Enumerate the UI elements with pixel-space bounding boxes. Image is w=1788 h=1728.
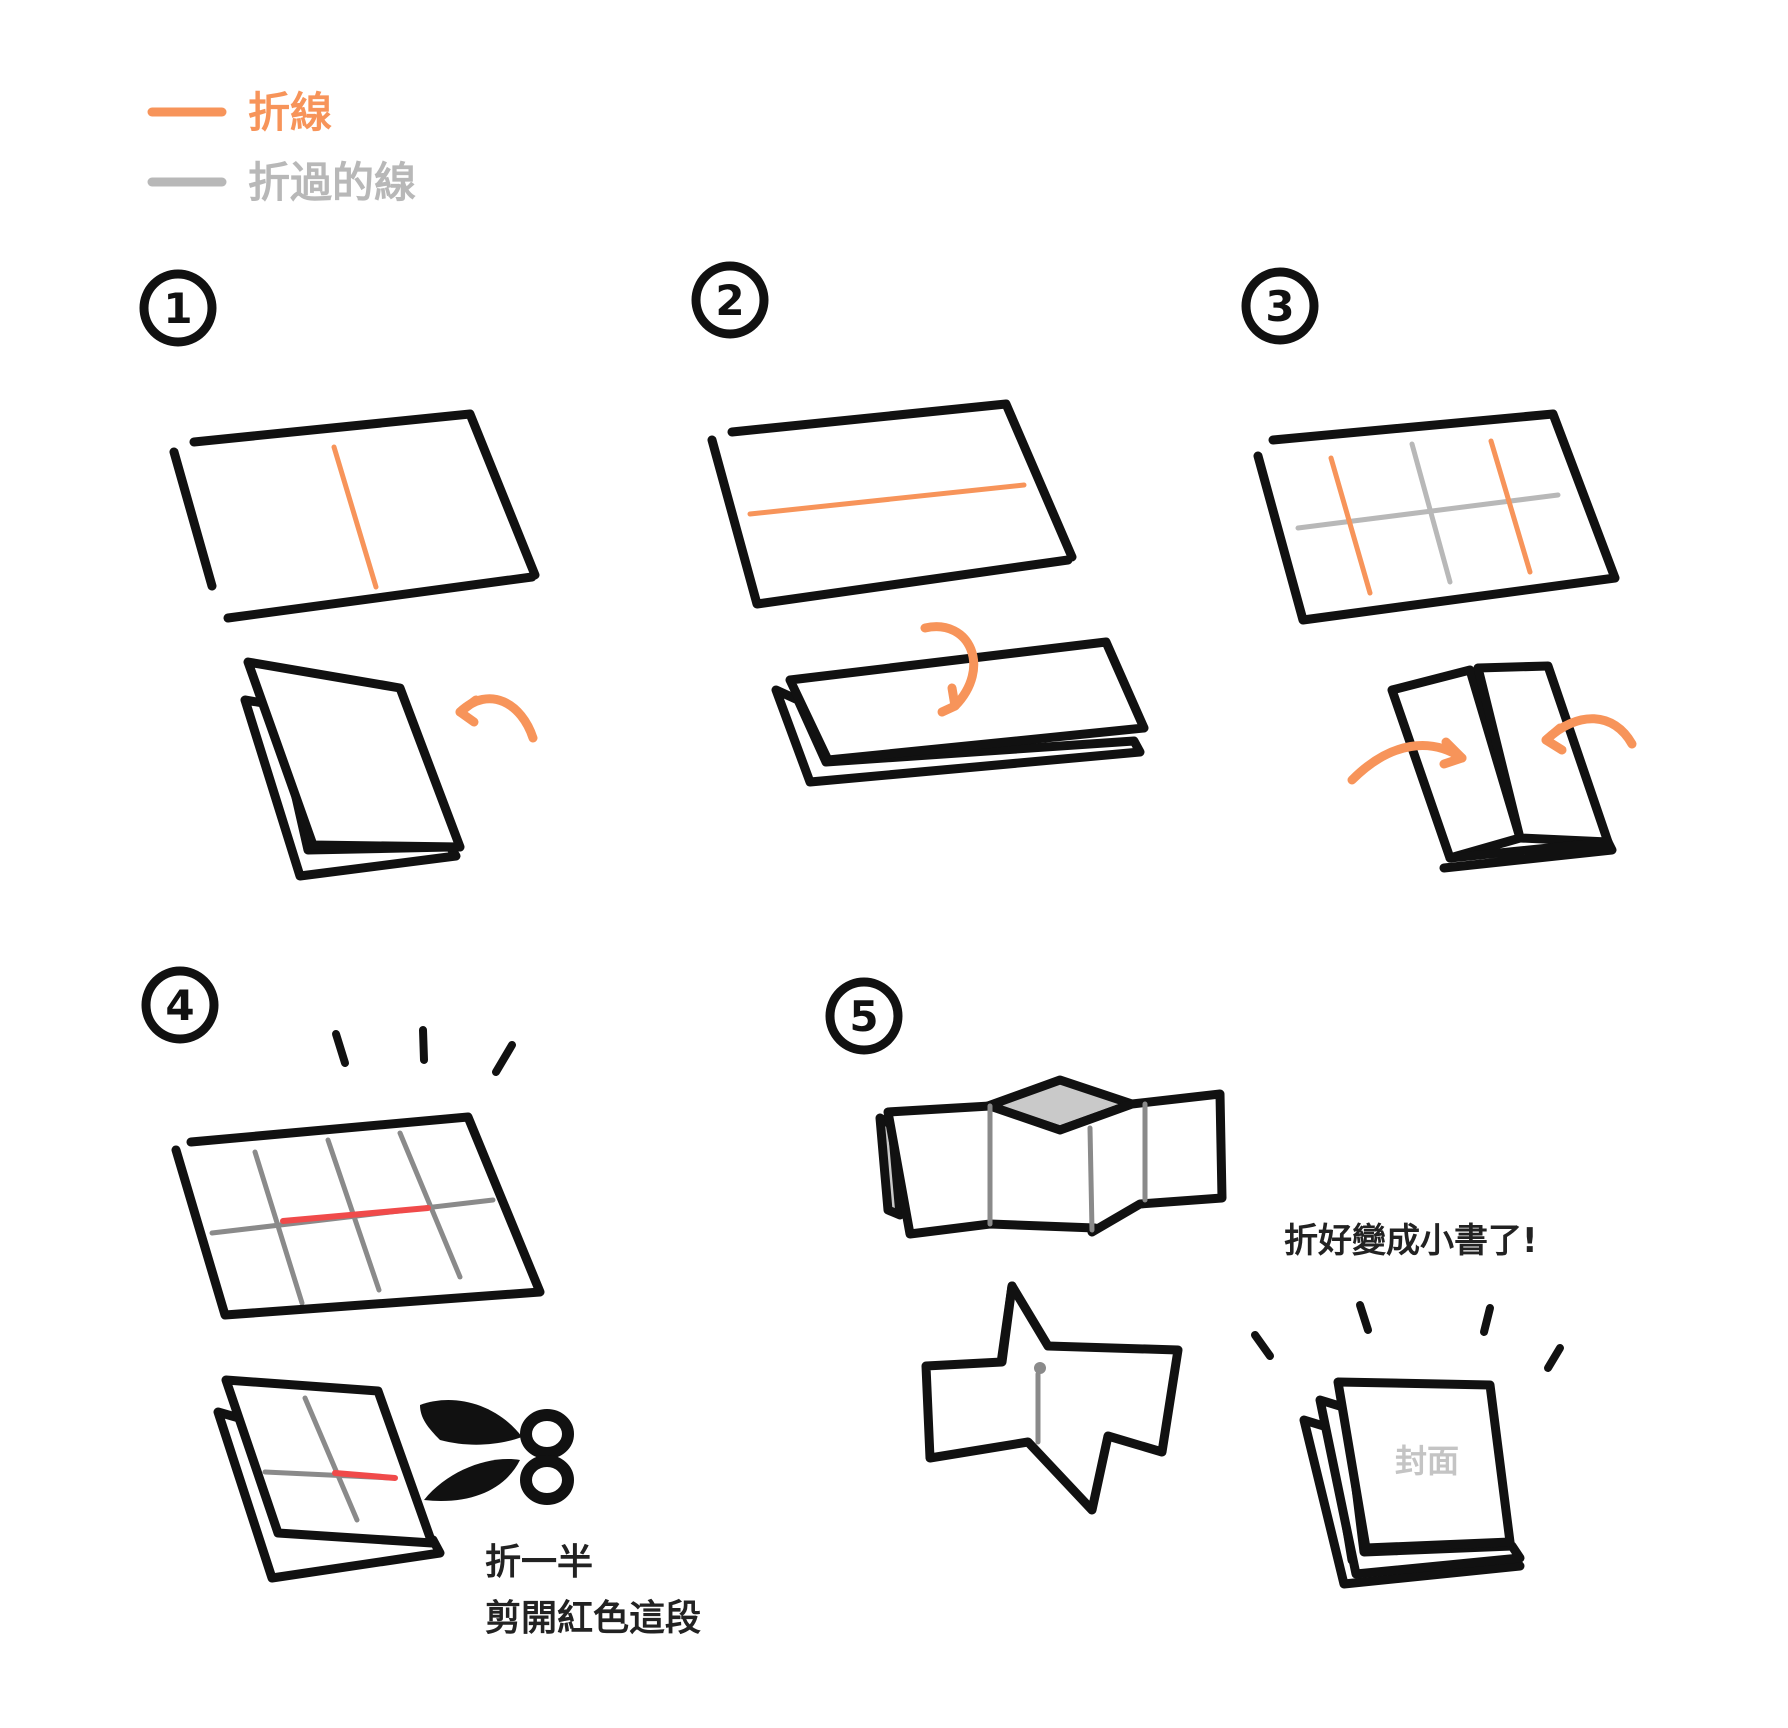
arrow-head [937, 683, 960, 717]
scissors-handle [520, 1409, 574, 1459]
sparkle-mark [419, 1026, 428, 1064]
folded-line [397, 1130, 463, 1280]
step-4-circle [141, 966, 219, 1044]
cut-line [280, 1205, 431, 1224]
step-3-folded [1347, 661, 1637, 873]
sparkle-mark [492, 1041, 516, 1076]
step-2-folded [771, 622, 1149, 787]
step-4-note-line2: 剪開紅色這段 [485, 1597, 701, 1639]
step-5-note: 折好變成小書了! [1284, 1221, 1538, 1261]
base-edge [1439, 837, 1617, 873]
folded-line [1409, 441, 1453, 585]
sheet-fill [1258, 414, 1615, 620]
scissors-icon [420, 1400, 574, 1505]
step-marker-3: 3 [1241, 267, 1319, 345]
step-5-folding [875, 1075, 1227, 1239]
step-5-circle [825, 977, 903, 1055]
folded-line [252, 1149, 305, 1306]
sheet-outline [707, 399, 1077, 609]
step-1-sheet [169, 409, 540, 623]
step-5-sparkle [1251, 1301, 1564, 1372]
step-4-note-line1: 折一半 [485, 1542, 593, 1583]
step-4-number: 4 [165, 981, 194, 1030]
step-marker-1: 1 [139, 269, 217, 347]
step-3-circle [1241, 267, 1319, 345]
step-5-star [921, 1281, 1183, 1515]
step-2-circle [691, 261, 769, 339]
step-4-folded [213, 1375, 445, 1583]
step-3-sheet [1253, 409, 1620, 625]
folded-front-layer [243, 657, 465, 852]
arrow-head [455, 695, 481, 727]
step-marker-4: 4 [141, 966, 219, 1044]
book-cover [1333, 1377, 1515, 1553]
sparkle-mark [1480, 1304, 1494, 1336]
fold-line [1488, 438, 1533, 575]
sparkle-mark [332, 1030, 349, 1067]
scissors-blade [424, 1459, 520, 1501]
legend: 折線 折過的線 [147, 88, 416, 207]
step-4-sheet [171, 1112, 545, 1320]
step-3-number: 3 [1265, 282, 1294, 331]
folded-strip [883, 1089, 1227, 1239]
sheet-fill [718, 404, 1072, 604]
finished-book: 封面 [1299, 1377, 1525, 1589]
folded-line [302, 1395, 360, 1523]
sparkle-mark [1251, 1331, 1274, 1360]
step-5-number: 5 [849, 992, 878, 1041]
scissors-blade [420, 1400, 522, 1445]
scissors-handle [520, 1455, 574, 1505]
step-1-number: 1 [163, 284, 192, 333]
step-2-sheet [707, 399, 1077, 609]
step-marker-5: 5 [825, 977, 903, 1055]
book-cover-title: 封面 [1395, 1442, 1459, 1480]
step-1-folded [240, 657, 538, 881]
step-1-circle [139, 269, 217, 347]
center-point [1034, 1362, 1046, 1374]
sheet-outline [189, 409, 540, 623]
fold-line [331, 444, 379, 590]
sparkle-mark [1356, 1301, 1372, 1334]
folded-line [1087, 1125, 1095, 1233]
star-shape [921, 1281, 1183, 1515]
folded-front-layer [785, 637, 1149, 765]
folded-front-layer [221, 1375, 437, 1548]
fold-line [1328, 455, 1373, 596]
folded-line-label: 折過的線 [248, 158, 416, 207]
fold-line [747, 482, 1027, 517]
step-marker-2: 2 [691, 261, 769, 339]
sheet-left-edge [169, 447, 217, 591]
sheet-outline [1253, 409, 1620, 625]
cut-line [332, 1470, 398, 1481]
arrow-head [1541, 723, 1567, 755]
curved-arrow-icon [920, 622, 979, 711]
sparkle-mark [1544, 1344, 1564, 1372]
fold-line-label: 折線 [248, 88, 332, 137]
sheet-outline [171, 1112, 545, 1320]
step-4-sparkle [332, 1026, 516, 1076]
arrow-head [1439, 737, 1467, 769]
step-2-number: 2 [715, 276, 744, 325]
sheet-fill [194, 414, 535, 618]
